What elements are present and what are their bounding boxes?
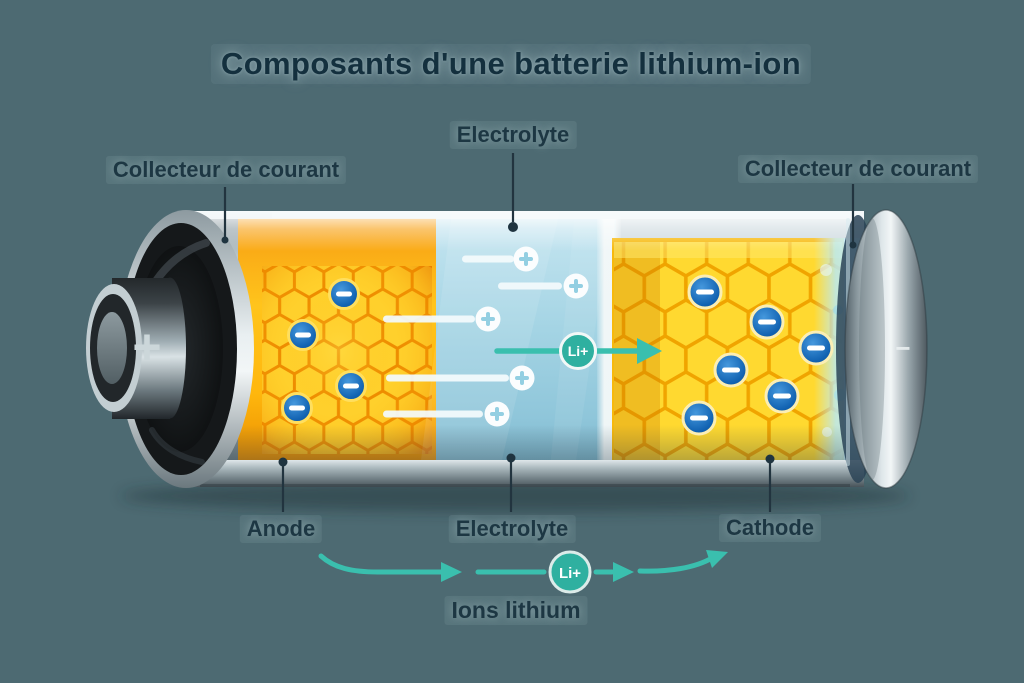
arrowhead-icon (613, 562, 634, 582)
electron-icon (749, 304, 785, 340)
arrowhead-icon (637, 338, 662, 364)
diagram-title: Composants d'une batterie lithium-ion (210, 44, 812, 84)
cathode-electrons (681, 274, 834, 436)
label-collector-left: Collecteur de courant (105, 156, 347, 184)
label-electrolyte-bottom: Electrolyte (448, 515, 576, 543)
label-anode: Anode (239, 515, 323, 543)
label-collector-right: Collecteur de courant (737, 155, 979, 183)
negative-terminal-cap: − (836, 209, 928, 489)
lithium-migration-arrow: Li+ (494, 332, 662, 370)
electron-icon (764, 378, 800, 414)
positive-ion-icon (513, 246, 539, 272)
positive-ion-icon (484, 401, 510, 427)
ion-flow-arrow: Li+ (318, 550, 728, 594)
label-lithium-ions: Ions lithium (444, 596, 588, 625)
positive-ion-icon (563, 273, 589, 299)
leader-dots (221, 222, 857, 467)
electron-icon (335, 370, 367, 402)
electron-icon (281, 392, 313, 424)
arrowhead-icon (441, 562, 462, 582)
leader-lines (223, 153, 855, 512)
electron-icon (687, 274, 723, 310)
battery-shadow (120, 480, 910, 512)
arrowhead-icon (706, 550, 728, 568)
label-electrolyte-top: Electrolyte (449, 121, 577, 149)
positive-ion-icon (509, 365, 535, 391)
anode-electrons (281, 278, 367, 424)
electron-icon (713, 352, 749, 388)
lithium-ion-badge: Li+ (559, 332, 597, 370)
lithium-ion-badge: Li+ (548, 550, 592, 594)
positive-terminal-symbol: + (132, 319, 161, 375)
ion-trails (383, 255, 562, 418)
electrolyte-ions (475, 246, 589, 427)
electron-icon (681, 400, 717, 436)
positive-terminal-knob: + (86, 277, 186, 419)
negative-terminal-symbol: − (895, 333, 910, 363)
electron-icon (798, 330, 834, 366)
bottom-rim (188, 460, 864, 487)
electron-icon (328, 278, 360, 310)
positive-terminal-cap: + (86, 210, 254, 488)
electron-icon (287, 319, 319, 351)
lithium-ion-label: Li+ (568, 343, 589, 359)
label-cathode: Cathode (719, 514, 821, 542)
positive-ion-icon (475, 306, 501, 332)
lithium-ion-label: Li+ (559, 565, 581, 582)
